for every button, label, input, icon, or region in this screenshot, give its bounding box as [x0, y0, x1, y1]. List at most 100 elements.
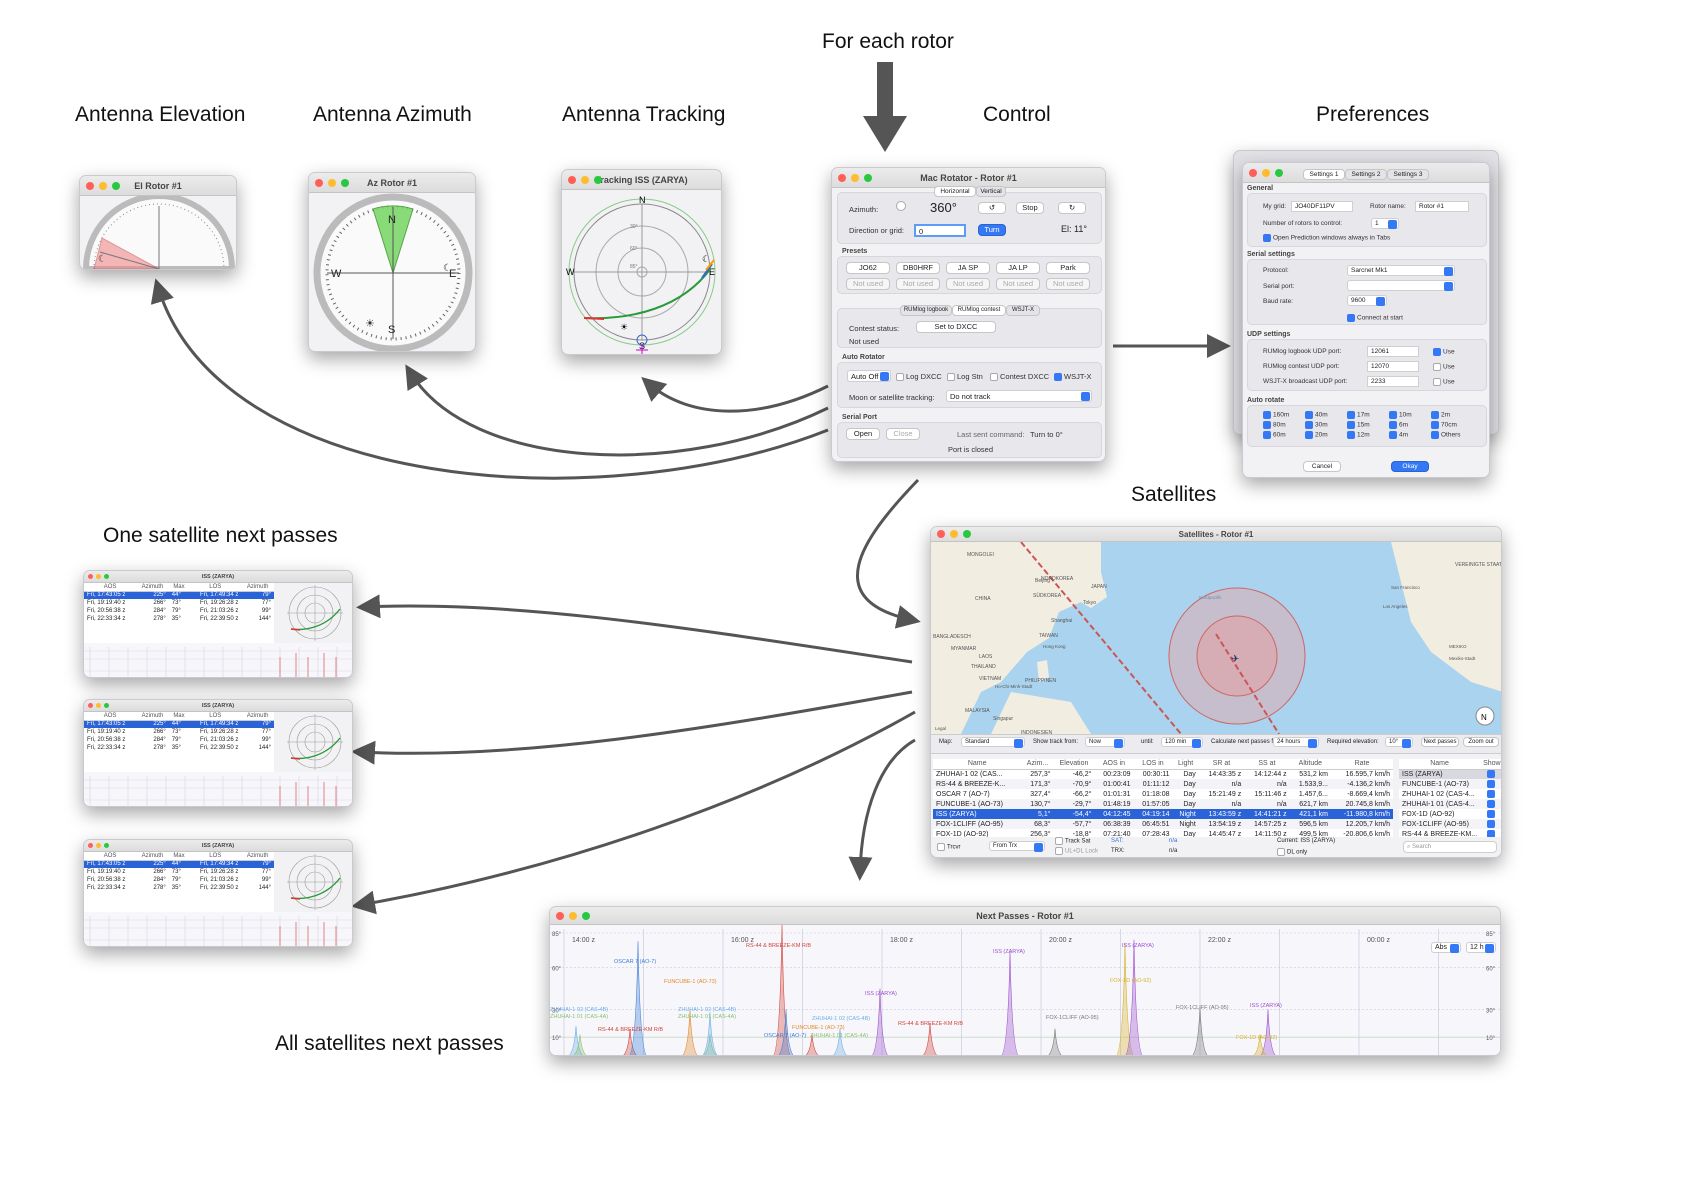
log-dxcc-checkbox[interactable]: Log DXCC — [896, 372, 942, 382]
list-item[interactable]: ZHUHAI-1 02 (CAS-4... — [1399, 789, 1501, 799]
close-button[interactable] — [88, 574, 93, 579]
moon-tracking-popup[interactable]: Do not track — [946, 390, 1092, 402]
list-item[interactable]: ISS (ZARYA) — [1399, 769, 1501, 779]
pass-titlebar[interactable]: ISS (ZARYA) — [84, 571, 352, 583]
from-trx-popup[interactable]: From Trx — [989, 841, 1045, 852]
dl-only-checkbox[interactable]: DL only — [1277, 848, 1307, 856]
pass-titlebar[interactable]: ISS (ZARYA) — [84, 700, 352, 712]
minimize-button[interactable] — [1262, 169, 1270, 177]
close-button[interactable] — [315, 179, 323, 187]
preset-unused-4[interactable]: Not used — [1046, 278, 1090, 290]
zoom-button[interactable] — [963, 530, 971, 538]
zoom-button[interactable] — [104, 703, 109, 708]
cancel-button[interactable]: Cancel — [1303, 461, 1341, 472]
close-button[interactable] — [86, 182, 94, 190]
list-item[interactable]: ZHUHAI-1 01 (CAS-4... — [1399, 799, 1501, 809]
log-stn-checkbox[interactable]: Log Stn — [947, 372, 983, 382]
open-button[interactable]: Open — [846, 428, 880, 440]
direction-input[interactable]: 0 — [914, 224, 966, 237]
close-button[interactable] — [88, 843, 93, 848]
preset-button-2[interactable]: JA SP — [946, 262, 990, 274]
band-checkbox-7[interactable]: 15m — [1347, 421, 1370, 429]
zoom-button[interactable] — [104, 843, 109, 848]
pass-col-header[interactable]: Azimuth — [241, 852, 274, 861]
next-passes-button[interactable]: Next passes — [1421, 737, 1459, 747]
show-checkbox[interactable] — [1486, 770, 1495, 779]
pass-titlebar[interactable]: ISS (ZARYA) — [84, 840, 352, 852]
baud-rate-popup[interactable]: 9600 — [1347, 295, 1387, 306]
tracking-titlebar[interactable]: Tracking ISS (ZARYA) — [562, 170, 721, 190]
el-rotor-titlebar[interactable]: El Rotor #1 — [80, 176, 236, 196]
minimize-button[interactable] — [96, 703, 101, 708]
tab-wsjtx[interactable]: WSJT-X — [1006, 305, 1040, 316]
band-checkbox-4[interactable]: 2m — [1431, 411, 1450, 419]
zoom-button[interactable] — [864, 174, 872, 182]
my-grid-input[interactable]: JO40DF11PV — [1291, 201, 1353, 212]
udp3-use-checkbox[interactable]: Use — [1433, 378, 1455, 386]
udp2-input[interactable]: 12070 — [1367, 361, 1419, 372]
show-checkbox-cell[interactable] — [1480, 799, 1501, 809]
band-checkbox-14[interactable]: Others — [1431, 431, 1461, 439]
list-item[interactable]: RS-44 & BREEZE-KM... — [1399, 829, 1501, 837]
calc-popup[interactable]: 24 hours — [1273, 737, 1319, 748]
udp2-use-checkbox[interactable]: Use — [1433, 363, 1455, 371]
auto-off-popup[interactable]: Auto Off — [847, 370, 891, 382]
minimize-button[interactable] — [851, 174, 859, 182]
close-button[interactable] — [88, 703, 93, 708]
band-checkbox-10[interactable]: 60m — [1263, 431, 1286, 439]
pass-col-header[interactable]: Max — [168, 852, 190, 861]
pass-col-header[interactable]: AOS — [84, 583, 137, 592]
until-popup[interactable]: 120 min — [1161, 737, 1203, 748]
zoom-button[interactable] — [112, 182, 120, 190]
show-checkbox-cell[interactable] — [1480, 779, 1501, 789]
band-checkbox-2[interactable]: 17m — [1347, 411, 1370, 419]
trcvr-checkbox[interactable]: Trcvr — [937, 843, 960, 851]
preset-button-3[interactable]: JA LP — [996, 262, 1040, 274]
open-pred-checkbox[interactable]: Open Prediction windows always in Tabs — [1263, 234, 1390, 242]
sat-col-header-5[interactable]: Light — [1172, 759, 1199, 770]
band-checkbox-13[interactable]: 4m — [1389, 431, 1408, 439]
sat-col-header-9[interactable]: Rate — [1331, 759, 1393, 770]
preset-unused-0[interactable]: Not used — [846, 278, 890, 290]
span-popup[interactable]: 12 h — [1466, 942, 1496, 953]
close-button[interactable] — [1249, 169, 1257, 177]
minimize-button[interactable] — [99, 182, 107, 190]
zoom-button[interactable] — [594, 176, 602, 184]
track-popup[interactable]: Now — [1085, 737, 1125, 748]
close-button[interactable] — [838, 174, 846, 182]
zoom-button[interactable] — [341, 179, 349, 187]
sat-col-header-4[interactable]: LOS in — [1133, 759, 1173, 770]
list-item[interactable]: FOX-1CLIFF (AO-95) — [1399, 819, 1501, 829]
tab-settings-1[interactable]: Settings 1 — [1303, 169, 1345, 180]
show-checkbox-cell[interactable] — [1480, 769, 1501, 779]
pass-col-header[interactable]: LOS — [189, 583, 242, 592]
show-checkbox[interactable] — [1486, 780, 1495, 788]
pass-col-header[interactable]: Azimuth — [136, 712, 169, 721]
minimize-button[interactable] — [950, 530, 958, 538]
pass-col-header[interactable]: AOS — [84, 852, 137, 861]
band-checkbox-0[interactable]: 160m — [1263, 411, 1289, 419]
show-checkbox[interactable] — [1486, 800, 1495, 808]
band-checkbox-12[interactable]: 12m — [1347, 431, 1370, 439]
zoom-button[interactable] — [104, 574, 109, 579]
show-checkbox[interactable] — [1486, 830, 1495, 837]
show-checkbox-cell[interactable] — [1480, 819, 1501, 829]
minimize-button[interactable] — [328, 179, 336, 187]
protocol-popup[interactable]: Sarcnet Mk1 — [1347, 265, 1455, 276]
num-rotors-popup[interactable]: 1 — [1371, 218, 1399, 229]
sat-col-header-1[interactable]: Azim... — [1021, 759, 1054, 770]
tab-settings-2[interactable]: Settings 2 — [1345, 169, 1387, 180]
band-checkbox-6[interactable]: 30m — [1305, 421, 1328, 429]
band-checkbox-5[interactable]: 80m — [1263, 421, 1286, 429]
tab-rumlog-contest[interactable]: RUMlog contest — [952, 305, 1006, 316]
